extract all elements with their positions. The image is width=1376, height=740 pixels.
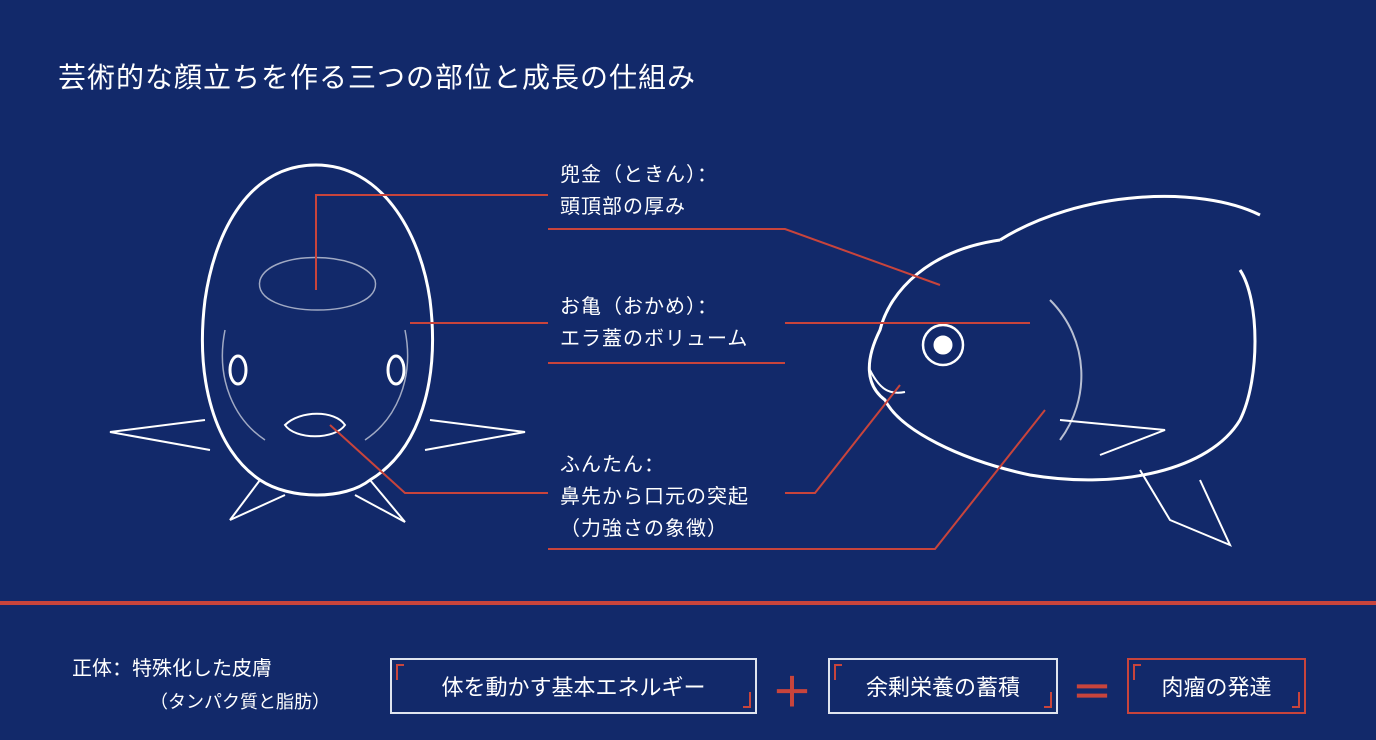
plus-sign: ＋ xyxy=(772,670,812,716)
essence-sub-label: （タンパク質と脂肪） xyxy=(150,692,330,713)
divider xyxy=(0,601,1376,605)
label-funtan-note: （力強さの象徴） xyxy=(560,516,728,540)
front-fish xyxy=(109,163,526,523)
side-fish xyxy=(867,194,1261,547)
formula-result: 肉瘤の発達 xyxy=(1127,658,1306,714)
label-funtan: ふんたん： 鼻先から口元の突起 （力強さの象徴） xyxy=(560,448,749,544)
label-okame-title: お亀（おかめ）： xyxy=(560,294,718,318)
leader-lines xyxy=(315,194,1046,550)
formula-term-surplus: 余剰栄養の蓄積 xyxy=(828,658,1058,714)
label-tokin-desc: 頭頂部の厚み xyxy=(560,194,686,218)
formula-term-energy: 体を動かす基本エネルギー xyxy=(390,658,757,714)
label-funtan-desc: 鼻先から口元の突起 xyxy=(560,484,749,508)
label-funtan-title: ふんたん： xyxy=(560,452,665,476)
label-tokin: 兜金（ときん）： 頭頂部の厚み xyxy=(560,158,718,222)
label-okame: お亀（おかめ）： エラ蓋のボリューム xyxy=(560,290,748,354)
page-title: 芸術的な顔立ちを作る三つの部位と成長の仕組み xyxy=(58,61,697,94)
label-tokin-title: 兜金（ときん）： xyxy=(560,162,718,186)
label-okame-desc: エラ蓋のボリューム xyxy=(560,326,749,350)
equals-sign: ＝ xyxy=(1072,670,1112,716)
essence-label: 正体：特殊化した皮膚 xyxy=(72,656,272,680)
